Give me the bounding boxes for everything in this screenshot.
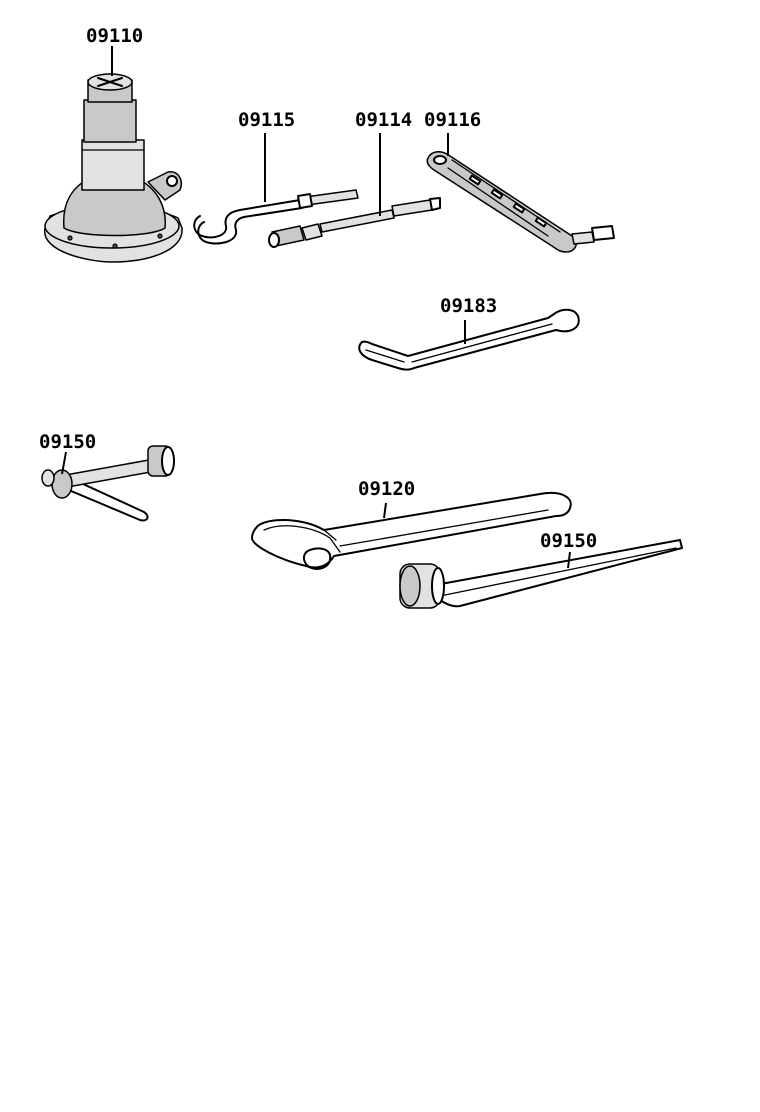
handle-hook-label: 09115 [238,109,295,131]
jack-label: 09110 [86,25,143,47]
wrench-right-leader [567,551,571,569]
wrench-right-label: 09150 [540,530,597,552]
tire-lever-part[interactable] [358,308,580,371]
wrench-left-leader [61,451,67,475]
jack-handle-part[interactable] [426,151,615,253]
extension-bar-label: 09114 [355,109,412,131]
tool-bag-leader [383,502,387,519]
extension-bar-part[interactable] [268,197,441,248]
tool-bag-label: 09120 [358,478,415,500]
tool-bag-part[interactable] [251,492,572,570]
jack-handle-label: 09116 [424,109,481,131]
wrench-left-part[interactable] [41,445,175,522]
wrench-left-label: 09150 [39,431,96,453]
handle-hook-part[interactable] [193,189,359,245]
jack-part[interactable] [44,73,183,263]
wrench-right-part[interactable] [399,539,683,609]
tire-lever-label: 09183 [440,295,497,317]
